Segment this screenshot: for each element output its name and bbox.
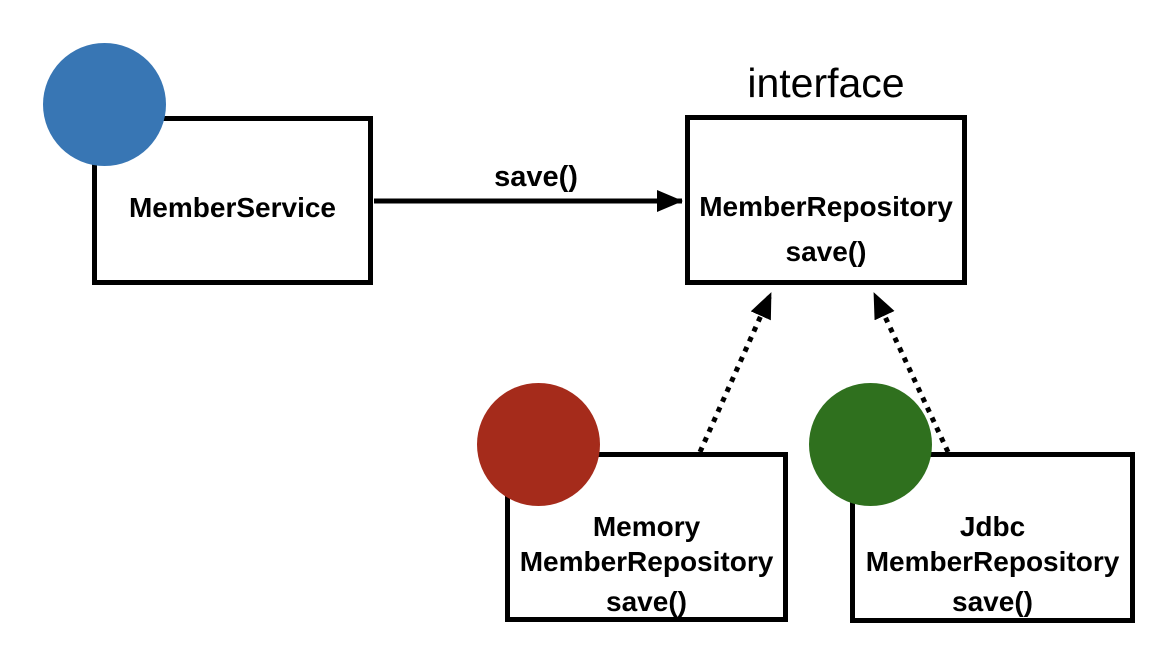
interface-label: interface (747, 60, 905, 106)
memory-member-repository-line2: MemberRepository (519, 546, 774, 577)
jdbc-member-repository-box: Jdbc MemberRepository save() (850, 452, 1135, 623)
member-service-dot-icon (43, 43, 166, 166)
implements-arrow-memory (697, 291, 774, 454)
memory-member-repository-dot-icon (477, 383, 600, 506)
member-repository-method: save() (785, 236, 867, 267)
jdbc-member-repository-method: save() (952, 586, 1033, 617)
member-repository-box: MemberRepository save() (685, 115, 967, 285)
member-service-title: MemberService (128, 192, 336, 223)
jdbc-member-repository-line2: MemberRepository (865, 546, 1120, 577)
member-repository-title: MemberRepository (699, 191, 953, 222)
jdbc-member-repository-line1: Jdbc (959, 511, 1026, 542)
implements-arrow-jdbc (871, 291, 951, 454)
memory-member-repository-box: Memory MemberRepository save() (505, 452, 788, 622)
memory-member-repository-line1: Memory (592, 511, 701, 542)
jdbc-member-repository-dot-icon (809, 383, 932, 506)
dependency-arrow-label: save() (494, 161, 578, 193)
memory-member-repository-method: save() (606, 586, 687, 617)
